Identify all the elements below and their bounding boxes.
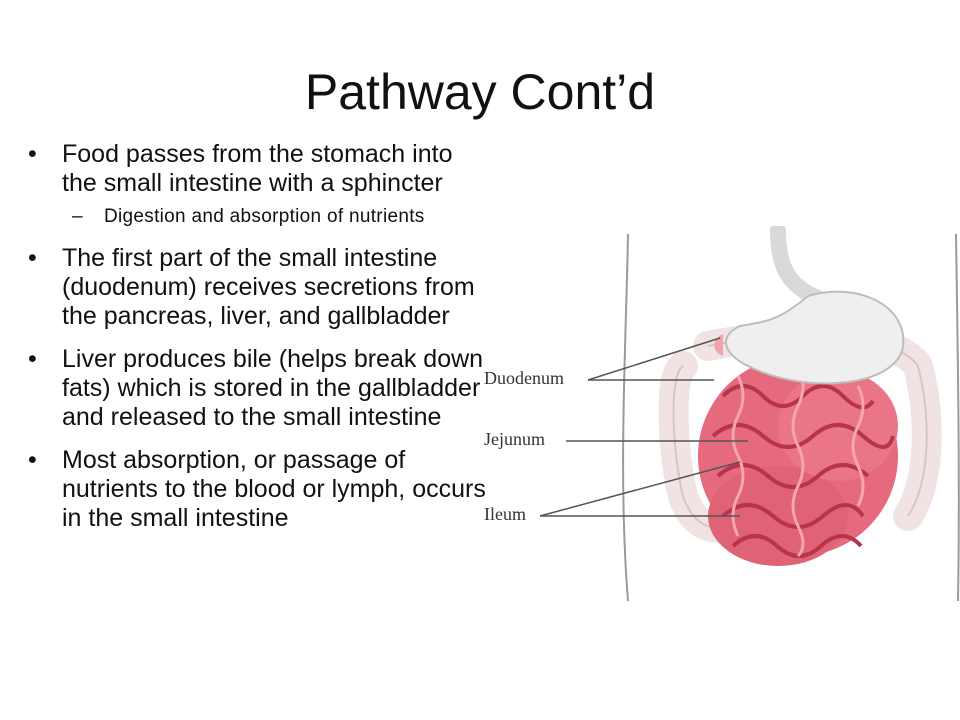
- body-outline-left: [622, 233, 629, 602]
- slide-title: Pathway Cont’d: [304, 64, 656, 120]
- stomach: [725, 290, 905, 385]
- label-jejunum: Jejunum: [484, 429, 545, 449]
- small-intestine: [698, 356, 898, 566]
- bullet-absorption: Most absorption, or passage of nutrients…: [28, 446, 488, 533]
- body-outline-right: [955, 233, 960, 602]
- bullet-text: Liver produces bile (helps break down fa…: [62, 345, 484, 431]
- label-duodenum: Duodenum: [484, 368, 564, 388]
- bullet-text: The first part of the small intestine (d…: [62, 244, 475, 330]
- intestine-svg: [539, 223, 960, 602]
- bullet-stomach-to-intestine: Food passes from the stomach into the sm…: [28, 140, 488, 230]
- bullet-list: Food passes from the stomach into the sm…: [28, 140, 488, 547]
- sub-bullet-text: Digestion and absorption of nutrients: [104, 206, 425, 227]
- bullet-text: Most absorption, or passage of nutrients…: [62, 446, 486, 532]
- bullet-duodenum: The first part of the small intestine (d…: [28, 244, 488, 331]
- duodenum-line-1: [587, 337, 721, 381]
- bullet-liver-bile: Liver produces bile (helps break down fa…: [28, 345, 488, 432]
- sub-bullet-digestion: Digestion and absorption of nutrients: [62, 204, 488, 230]
- ileum-line-1: [539, 461, 741, 517]
- bullet-text: Food passes from the stomach into the sm…: [62, 140, 453, 197]
- small-intestine-illustration: Duodenum Jejunum Ileum: [478, 223, 960, 606]
- label-ileum: Ileum: [484, 504, 526, 524]
- esophagus: [770, 223, 826, 306]
